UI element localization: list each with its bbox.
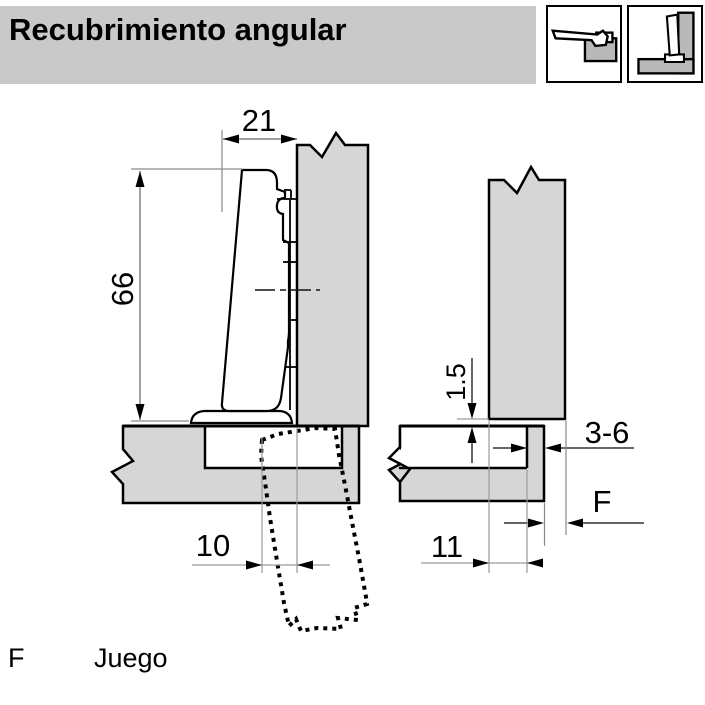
hinge-cup-dotted-outline	[258, 425, 370, 634]
legend-symbol: F	[8, 643, 25, 673]
hinge-open-side-icon-graphic	[550, 29, 618, 63]
arrow-right-icon	[281, 134, 297, 144]
dim-11-label: 11	[431, 529, 463, 564]
arrow-down-icon	[467, 403, 477, 419]
arrow-right-icon	[473, 558, 489, 568]
dim-1p5-label: 1.5	[441, 363, 471, 401]
dim-10-label: 10	[196, 528, 230, 563]
right-cutout-edges	[386, 426, 529, 483]
arrow-left-icon	[545, 443, 561, 453]
left-cup-cutout	[203, 424, 344, 470]
dim-3-6: 3-6	[493, 415, 634, 453]
hinge-open-side-icon	[546, 5, 622, 83]
arrow-right-icon	[246, 560, 262, 570]
arrow-up-icon	[135, 171, 145, 187]
left-view: 21 66 10	[105, 103, 370, 634]
icon1-hinge-arm	[550, 29, 609, 48]
page-title: Recubrimiento angular	[9, 12, 347, 47]
arrow-up-icon	[467, 427, 477, 443]
dim-F-label: F	[593, 484, 612, 519]
arrow-left-icon	[567, 518, 583, 528]
hinge-mounted-corner-icon-graphic	[637, 11, 695, 75]
dim-11: 11	[421, 421, 543, 573]
arrow-right-icon	[528, 518, 544, 528]
left-door-panel	[295, 130, 370, 428]
icon2-hinge-arm	[665, 13, 681, 57]
mounting-plate-details	[277, 189, 297, 410]
hinge-foot-pad	[189, 409, 294, 425]
dim-21-label: 21	[242, 103, 276, 138]
right-view: 1.5 3-6 F	[386, 164, 644, 573]
header-bar: Recubrimiento angular	[0, 6, 536, 84]
dim-3-6-label: 3-6	[585, 415, 630, 450]
arrow-down-icon	[135, 404, 145, 420]
dim-21: 21	[221, 103, 297, 212]
dim-66-label: 66	[105, 272, 140, 306]
arrow-left-icon	[527, 558, 543, 568]
dim-66: 66	[105, 168, 243, 422]
arrow-left-icon	[297, 560, 313, 570]
dim-1p5: 1.5	[441, 358, 489, 463]
legend-label: Juego	[94, 643, 168, 673]
hinge-mounted-corner-icon	[627, 5, 703, 83]
arrow-right-icon	[511, 443, 527, 453]
right-door-panel	[487, 164, 567, 421]
dim-10: 10	[192, 428, 330, 573]
arrow-left-icon	[223, 134, 239, 144]
dim-F: F	[504, 421, 644, 546]
